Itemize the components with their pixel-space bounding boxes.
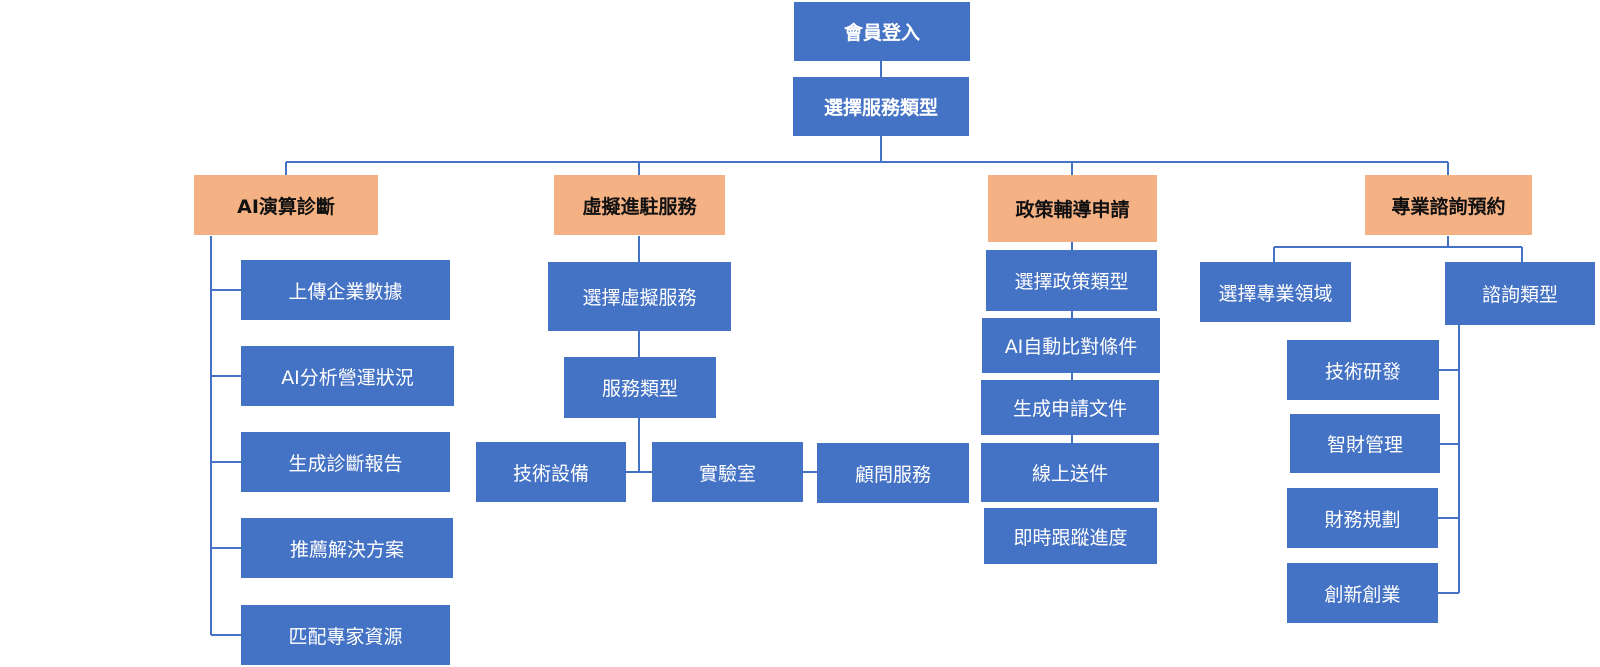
ai-step: 生成診斷報告 <box>241 432 450 492</box>
policy-step: AI自動比對條件 <box>982 318 1160 373</box>
consult-type-option: 技術研發 <box>1287 340 1439 400</box>
consult-type-option: 智財管理 <box>1290 414 1440 473</box>
virtual-option: 顧問服務 <box>817 443 969 503</box>
login-node: 會員登入 <box>794 2 970 61</box>
policy-step: 線上送件 <box>981 443 1159 502</box>
category-ai-diagnosis: AI演算診斷 <box>194 175 378 235</box>
consult-type-option: 財務規劃 <box>1287 488 1438 548</box>
category-virtual-service: 虛擬進駐服務 <box>554 175 725 235</box>
policy-step: 即時跟蹤進度 <box>984 508 1157 564</box>
consult-type-option: 創新創業 <box>1287 563 1438 623</box>
consult-select-field-node: 選擇專業領域 <box>1200 262 1351 322</box>
category-policy-application: 政策輔導申請 <box>988 175 1157 242</box>
select-service-type-node: 選擇服務類型 <box>793 77 969 136</box>
category-consultation-booking: 專業諮詢預約 <box>1365 175 1532 235</box>
policy-step: 生成申請文件 <box>981 380 1159 435</box>
virtual-option: 實驗室 <box>652 442 803 502</box>
ai-step: 上傳企業數據 <box>241 260 450 320</box>
ai-step: 推薦解決方案 <box>241 518 453 578</box>
virtual-select-node: 選擇虛擬服務 <box>548 262 731 331</box>
policy-step: 選擇政策類型 <box>986 250 1157 311</box>
virtual-service-type-node: 服務類型 <box>564 357 716 418</box>
virtual-option: 技術設備 <box>476 442 626 502</box>
ai-step: AI分析營運狀況 <box>241 346 454 406</box>
ai-step: 匹配專家資源 <box>241 605 450 665</box>
consult-type-node: 諮詢類型 <box>1445 262 1595 325</box>
